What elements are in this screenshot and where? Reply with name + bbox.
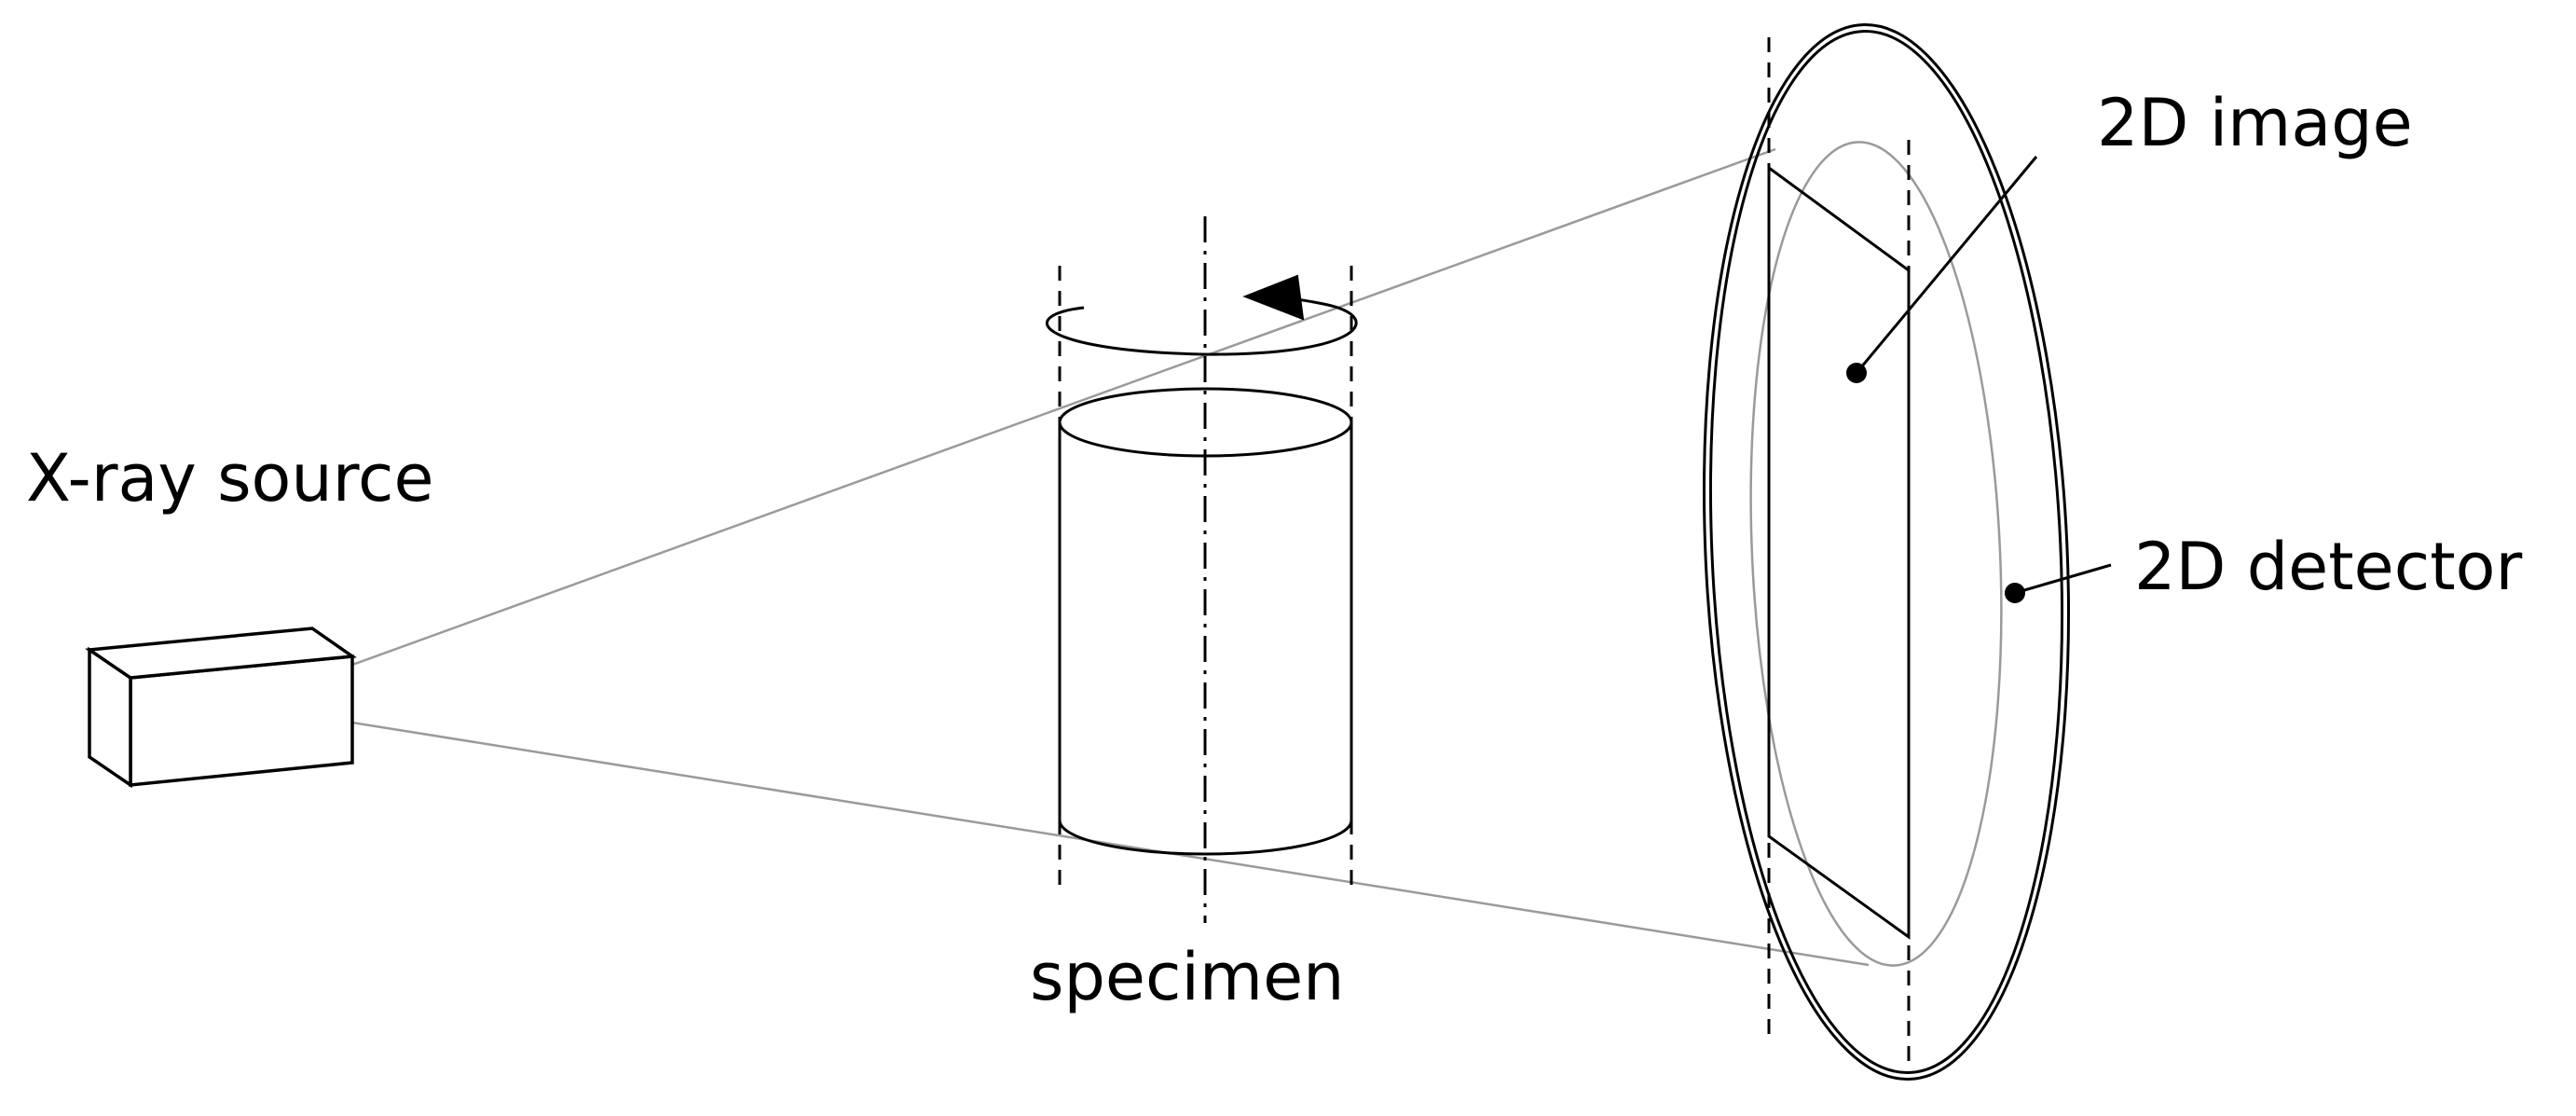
rotation-ellipse: [1045, 296, 1358, 356]
beam-upper-edge: [351, 147, 1776, 667]
xray-source-box: [85, 627, 357, 789]
detector-outer-ellipse: [1703, 23, 2070, 1081]
image-2d-plane: [1767, 165, 1911, 940]
rotation-arrowhead-icon: [1242, 274, 1305, 321]
image-2d-label: 2D image: [2097, 85, 2413, 161]
specimen-cylinder: [1045, 216, 1358, 923]
source-top-face: [85, 627, 357, 680]
leaders: [1846, 156, 2112, 603]
detector-inner-ellipse: [1749, 141, 2003, 967]
detector-2d-leader-dot: [2005, 583, 2025, 603]
detector-outer-ellipse-rim: [1708, 30, 2064, 1074]
xray-beam: [351, 147, 1870, 967]
cylinder-bottom-edge: [1058, 820, 1353, 856]
cylinder-top-ellipse: [1058, 387, 1353, 458]
xray-source-label: X-ray source: [26, 440, 434, 517]
beam-lower-edge: [351, 721, 1870, 967]
detector-2d-leader: [2014, 563, 2112, 595]
specimen-label: specimen: [1030, 939, 1345, 1015]
image-2d-leader-dot: [1846, 363, 1867, 383]
detector: [1703, 23, 2070, 1081]
image-2d-leader: [1855, 156, 2038, 374]
detector-2d-label: 2D detector: [2134, 529, 2522, 605]
